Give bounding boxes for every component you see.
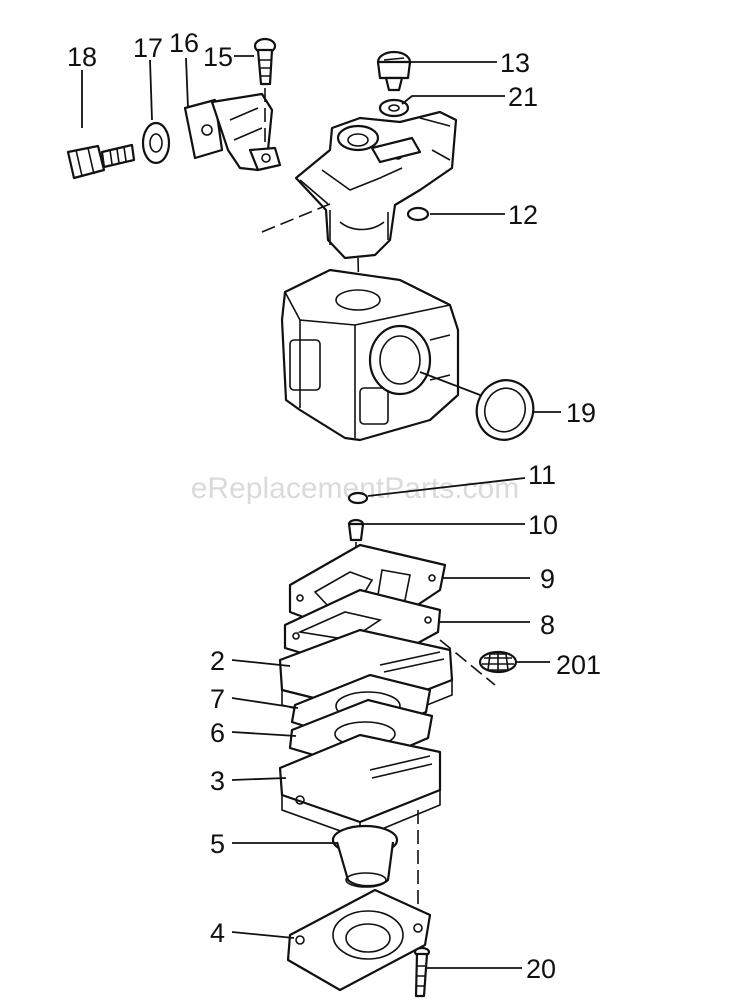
part-20-screw [413,946,431,998]
part-19-seal [475,379,535,441]
label-18: 18 [67,42,97,72]
part-3-lower-body [278,733,442,839]
assembly-line-seal [419,371,481,396]
assembly-line-filter [439,639,496,686]
label-4: 4 [210,918,225,948]
part-13-screw [376,50,412,92]
label-5: 5 [210,829,225,859]
label-12: 12 [508,200,538,230]
label-16: 16 [169,28,199,58]
label-20: 20 [526,954,556,984]
part-12-clip [406,206,430,222]
part-5-cap [331,824,399,888]
carburetor-upper-body [294,110,458,260]
label-21: 21 [508,82,538,112]
label-3: 3 [210,766,225,796]
assembly-line-shaft [261,203,331,233]
label-10: 10 [528,510,558,540]
label-9: 9 [540,564,555,594]
label-2: 2 [210,646,225,676]
label-13: 13 [500,48,530,78]
leader-lines [81,55,561,969]
part-11-gasket [347,491,369,505]
label-8: 8 [540,610,555,640]
label-201: 201 [556,650,601,680]
part-18-bolt [66,143,136,180]
label-11: 11 [528,460,556,490]
part-10-needle [347,518,365,542]
part-16-throttle-lever [183,92,282,172]
label-15: 15 [203,42,233,72]
callout-labels: 18 17 16 15 13 21 12 19 11 10 9 8 201 2 … [67,28,601,984]
label-6: 6 [210,718,225,748]
label-17: 17 [133,33,163,63]
part-17-nut [141,121,171,165]
part-4-cover [286,888,432,992]
part-21-washer [378,98,410,118]
carburetor-main-body [280,268,460,442]
part-15-screw [253,37,277,145]
part-201-filter [478,650,518,674]
label-7: 7 [210,684,225,714]
label-19: 19 [566,398,596,428]
